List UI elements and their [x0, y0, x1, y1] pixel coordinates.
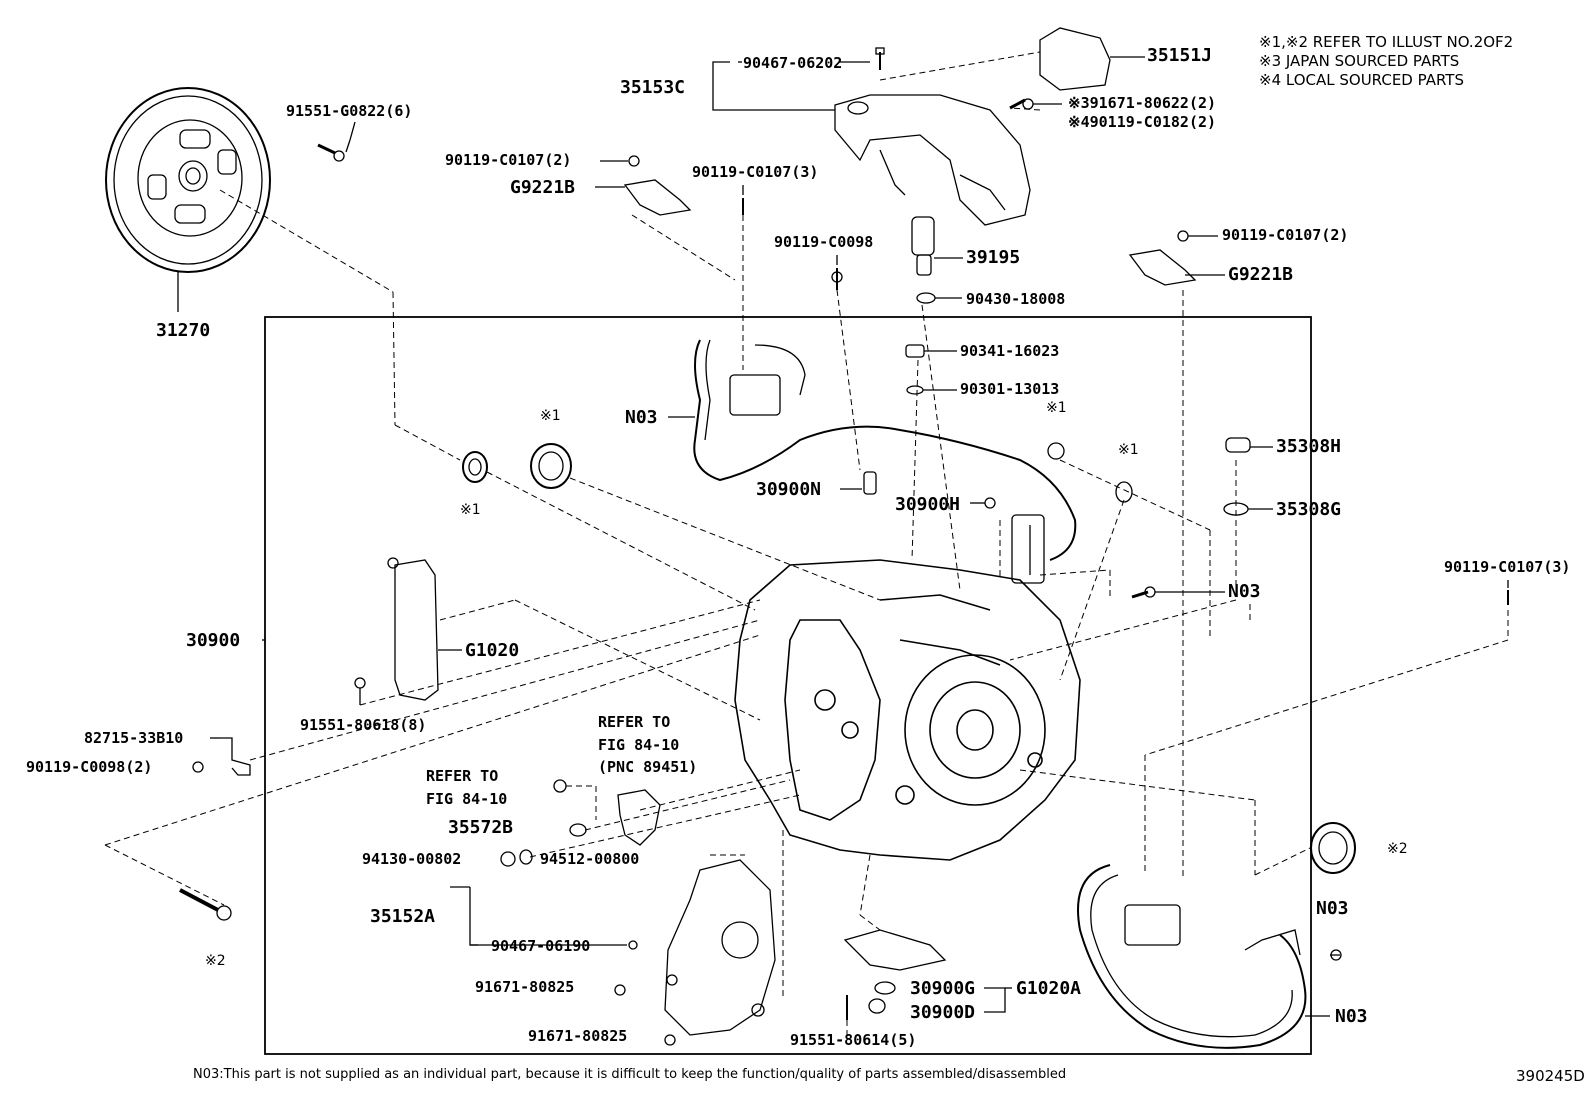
bolt-left-2	[179, 888, 232, 921]
refer-to-label-2: REFER TO	[426, 767, 499, 785]
bolt-30900H	[970, 497, 996, 509]
part-label-91671-80825-a: 91671-80825	[475, 978, 575, 996]
mark-2-left-bolt: ※2	[205, 953, 226, 969]
seal-right-2	[1310, 822, 1356, 874]
footer-note: N03:This part is not supplied as an indi…	[193, 1067, 1067, 1082]
bracket-82715-33B10	[192, 737, 251, 776]
clutch-disc-31270	[105, 87, 271, 312]
seal-left-2	[530, 443, 572, 489]
bolt-91551-G0822	[317, 121, 356, 162]
part-label-30900G: 30900G	[910, 978, 976, 999]
bracket-G9221B-left	[595, 155, 744, 216]
connector	[1011, 514, 1045, 584]
plug-35308H	[1223, 437, 1273, 516]
cover-35152A	[450, 859, 776, 1046]
part-label-G1020A: G1020A	[1016, 978, 1082, 999]
part-label-N03-top: N03	[625, 407, 658, 428]
assembly-frame	[264, 316, 1312, 1055]
sensor-89451	[553, 779, 661, 846]
part-label-39195: 39195	[966, 247, 1021, 268]
part-label-35572B: 35572B	[448, 817, 514, 838]
part-label-30900N: 30900N	[756, 479, 822, 500]
part-label-90119-C0107-3a: 90119-C0107(3)	[692, 163, 819, 181]
bolt-391671	[1009, 98, 1062, 110]
part-label-90119-C0107-3b: 90119-C0107(3)	[1444, 558, 1571, 576]
part-label-90430-18008: 90430-18008	[966, 290, 1066, 308]
bracket-G1020	[354, 557, 462, 705]
part-label-G9221B-left: G9221B	[510, 177, 576, 198]
mark-1-right-washer-2: ※1	[1118, 442, 1139, 458]
note-line-2: ※3 JAPAN SOURCED PARTS	[1259, 52, 1460, 70]
dashed-leaders	[104, 51, 1509, 1035]
part-label-30900D: 30900D	[910, 1002, 976, 1023]
plug-39195	[831, 216, 963, 304]
part-label-30900H: 30900H	[895, 494, 961, 515]
note-line-1: ※1,※2 REFER TO ILLUST NO.2OF2	[1259, 33, 1514, 51]
part-label-90467-06190: 90467-06190	[491, 937, 591, 955]
fig-84-10-label-2: FIG 84-10	[426, 790, 508, 808]
mark-2-right-seal: ※2	[1387, 841, 1408, 857]
part-label-91551-80618: 91551-80618(8)	[300, 716, 427, 734]
sensor-30900N	[840, 471, 877, 495]
cover-35151J	[1039, 27, 1145, 91]
part-label-30900: 30900	[186, 630, 241, 651]
part-label-90341-16023: 90341-16023	[960, 342, 1060, 360]
part-label-90119-C0107-2a: 90119-C0107(2)	[445, 151, 572, 169]
wire-harness-N03-top	[668, 339, 1077, 561]
part-label-91671-80825-b: 91671-80825	[528, 1027, 628, 1045]
pnc-89451-label: (PNC 89451)	[598, 758, 698, 776]
part-label-G9221B-right: G9221B	[1228, 264, 1294, 285]
part-label-91551-80614: 91551-80614(5)	[790, 1031, 917, 1049]
part-label-490119-C0182: ※490119-C0182(2)	[1068, 113, 1217, 131]
washer-right-1	[1047, 442, 1065, 460]
part-label-35151J: 35151J	[1147, 45, 1213, 66]
mark-1-right-washer: ※1	[1046, 400, 1067, 416]
wire-harness-N03-bottom	[1077, 864, 1342, 1049]
part-label-82715-33B10: 82715-33B10	[84, 729, 184, 747]
note-line-3: ※4 LOCAL SOURCED PARTS	[1259, 71, 1464, 89]
part-label-91551-G0822: 91551-G0822(6)	[286, 102, 413, 120]
part-label-90119-C0098: 90119-C0098	[774, 233, 874, 251]
part-label-N03-bottom-right: N03	[1316, 898, 1349, 919]
washer-right-2	[1115, 481, 1133, 503]
part-label-G1020: G1020	[465, 640, 520, 661]
part-label-94130-00802: 94130-00802	[362, 850, 462, 868]
refer-to-label-1: REFER TO	[598, 713, 671, 731]
part-label-35308G: 35308G	[1276, 499, 1342, 520]
transaxle-case	[734, 559, 1081, 861]
part-label-35152A: 35152A	[370, 906, 436, 927]
part-label-35308H: 35308H	[1276, 436, 1342, 457]
bracket-G9221B-right	[1128, 230, 1225, 286]
bolt-N03-right	[1131, 586, 1225, 599]
part-label-90467-06202: 90467-06202	[743, 54, 843, 72]
illustration-id: 390245D	[1516, 1067, 1585, 1085]
part-label-N03-bottom: N03	[1335, 1006, 1368, 1027]
part-label-31270: 31270	[156, 320, 211, 341]
mark-1-left-seal: ※1	[460, 502, 481, 518]
part-label-35153C: 35153C	[620, 77, 686, 98]
part-label-94512-00800: 94512-00800	[540, 850, 640, 868]
mark-1-left-seal-2: ※1	[540, 408, 561, 424]
plug-90341-16023	[905, 344, 957, 395]
part-label-90301-13013: 90301-13013	[960, 380, 1060, 398]
seal-left-1	[462, 451, 488, 483]
part-label-391671-80622: ※391671-80622(2)	[1068, 94, 1217, 112]
fig-84-10-label-1: FIG 84-10	[598, 736, 680, 754]
part-label-90119-C0107-2b: 90119-C0107(2)	[1222, 226, 1349, 244]
cover-35153C	[712, 47, 1031, 226]
part-label-N03-right: N03	[1228, 581, 1261, 602]
part-label-90119-C0098-2: 90119-C0098(2)	[26, 758, 153, 776]
